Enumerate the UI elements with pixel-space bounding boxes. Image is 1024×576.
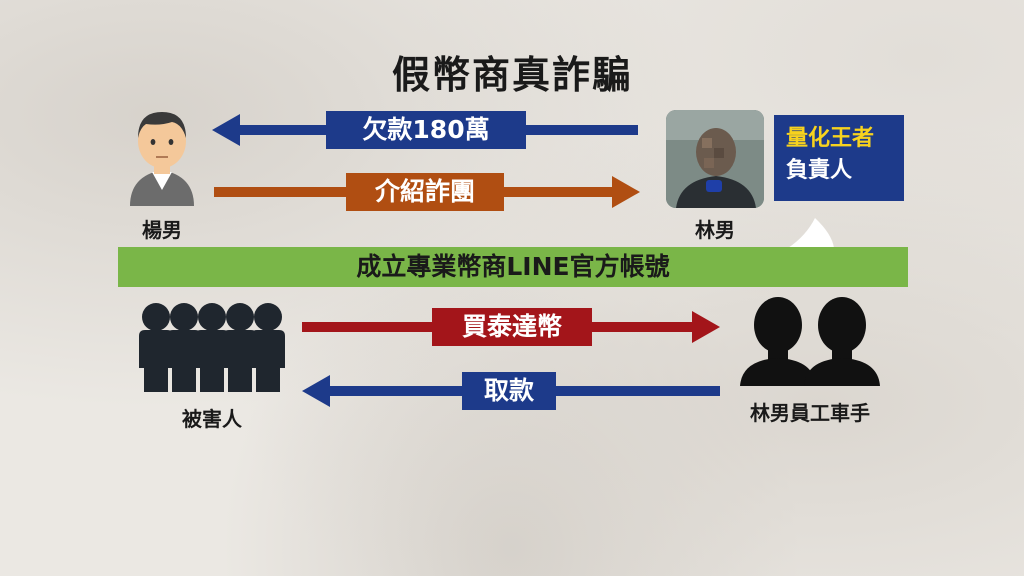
flow-label-debt: 欠款180萬 <box>326 111 526 149</box>
callout-pointer <box>788 218 834 248</box>
page-title: 假幣商真詐騙 <box>391 53 632 97</box>
person-name-victims: 被害人 <box>182 407 242 431</box>
two-person-silhouette-icon <box>740 297 880 386</box>
callout-role: 負責人 <box>786 158 853 183</box>
flow-label-introduce: 介紹詐團 <box>346 173 504 211</box>
callout-company: 量化王者 <box>786 126 875 151</box>
person-name-employees: 林男員工車手 <box>750 401 870 425</box>
role-callout: 量化王者 負責人 <box>774 115 904 201</box>
blurred-photo-icon <box>666 110 764 208</box>
person-name-yang: 楊男 <box>142 218 182 242</box>
man-avatar-icon <box>130 112 194 206</box>
official-account-banner: 成立專業幣商LINE官方帳號 <box>118 247 908 287</box>
group-silhouette-icon <box>139 303 285 392</box>
flow-label-buy-usdt: 買泰達幣 <box>432 308 592 346</box>
person-name-lin: 林男 <box>695 218 735 242</box>
flow-label-withdraw: 取款 <box>462 372 556 410</box>
